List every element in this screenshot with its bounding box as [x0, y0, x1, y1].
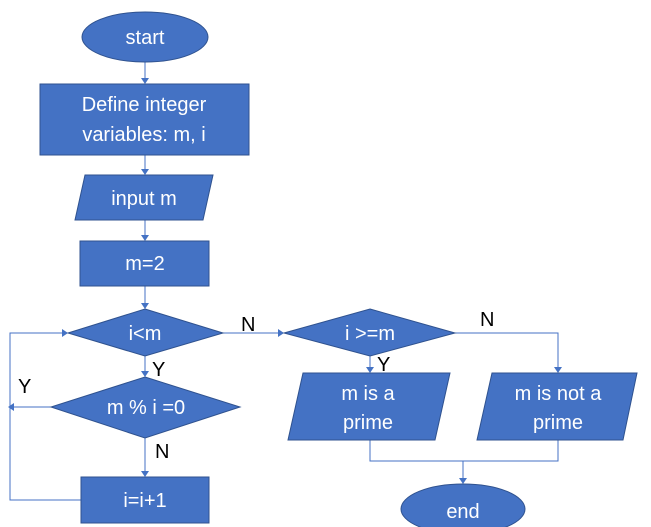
- notprime-output-node: m is not a prime: [476, 372, 638, 441]
- notprime-label-line1: m is not a: [515, 383, 603, 405]
- cond3-label: i >=m: [345, 323, 395, 345]
- arrow-assign-cond1: [141, 303, 149, 309]
- prime-label-line2: prime: [343, 412, 393, 434]
- cond3-decision: [282, 308, 457, 357]
- cond1-decision: [66, 308, 225, 357]
- arrow-cond3-prime: [366, 367, 374, 373]
- prime-label-line1: m is a: [341, 383, 395, 405]
- assign-node: m=2: [79, 240, 210, 287]
- prime-output-node: m is a prime: [287, 372, 451, 441]
- cond1-label: i<m: [129, 323, 162, 345]
- end-terminator: [400, 483, 526, 527]
- arrow-cond3-notprime: [554, 367, 562, 373]
- edge-label-cond3-yes: Y: [377, 354, 390, 376]
- arrow-cond2-increment: [141, 471, 149, 477]
- notprime-parallelogram: [476, 372, 638, 441]
- input-label: input m: [111, 188, 177, 210]
- edge-label-cond2-yes: Y: [18, 376, 31, 398]
- arrow-merge-end: [459, 478, 467, 484]
- define-label-line2: variables: m, i: [82, 124, 205, 146]
- connectors: [8, 62, 562, 501]
- arrow-define-input: [141, 169, 149, 175]
- edge-label-cond1-yes: Y: [152, 359, 165, 381]
- connector-outputs-merge: [369, 440, 559, 462]
- end-node: end: [400, 483, 526, 527]
- input-node: input m: [74, 174, 214, 221]
- define-label-line1: Define integer: [82, 94, 207, 116]
- increment-label: i=i+1: [123, 490, 166, 512]
- arrow-loop-cond1: [62, 329, 68, 337]
- increment-process-box: [80, 476, 210, 524]
- start-label: start: [126, 27, 165, 49]
- connector-increment-loop: [9, 332, 81, 501]
- cond3-node: i >=m: [282, 308, 457, 357]
- define-node: Define integer variables: m, i: [39, 83, 250, 156]
- cond2-label: m % i =0: [107, 397, 185, 419]
- start-terminator: [81, 11, 209, 63]
- arrow-cond1-cond3: [278, 329, 284, 337]
- arrow-cond1-cond2: [141, 371, 149, 377]
- input-parallelogram: [74, 174, 214, 221]
- arrow-input-assign: [141, 235, 149, 241]
- increment-node: i=i+1: [80, 476, 210, 524]
- arrow-cond2-yes: [8, 403, 14, 411]
- assign-label: m=2: [125, 253, 164, 275]
- start-node: start: [81, 11, 209, 63]
- end-label: end: [446, 501, 479, 523]
- cond2-node: m % i =0: [49, 376, 242, 439]
- arrow-start-define: [141, 78, 149, 84]
- connector-cond3-notprime: [455, 332, 559, 367]
- edge-label-cond1-no: N: [241, 314, 255, 336]
- edge-label-cond2-no: N: [155, 441, 169, 463]
- define-process-box: [39, 83, 250, 156]
- assign-process-box: [79, 240, 210, 287]
- cond1-node: i<m: [66, 308, 225, 357]
- notprime-label-line2: prime: [533, 412, 583, 434]
- prime-parallelogram: [287, 372, 451, 441]
- cond2-decision: [49, 376, 242, 439]
- edge-labels: N Y Y N N Y: [18, 309, 494, 463]
- edge-label-cond3-no: N: [480, 309, 494, 331]
